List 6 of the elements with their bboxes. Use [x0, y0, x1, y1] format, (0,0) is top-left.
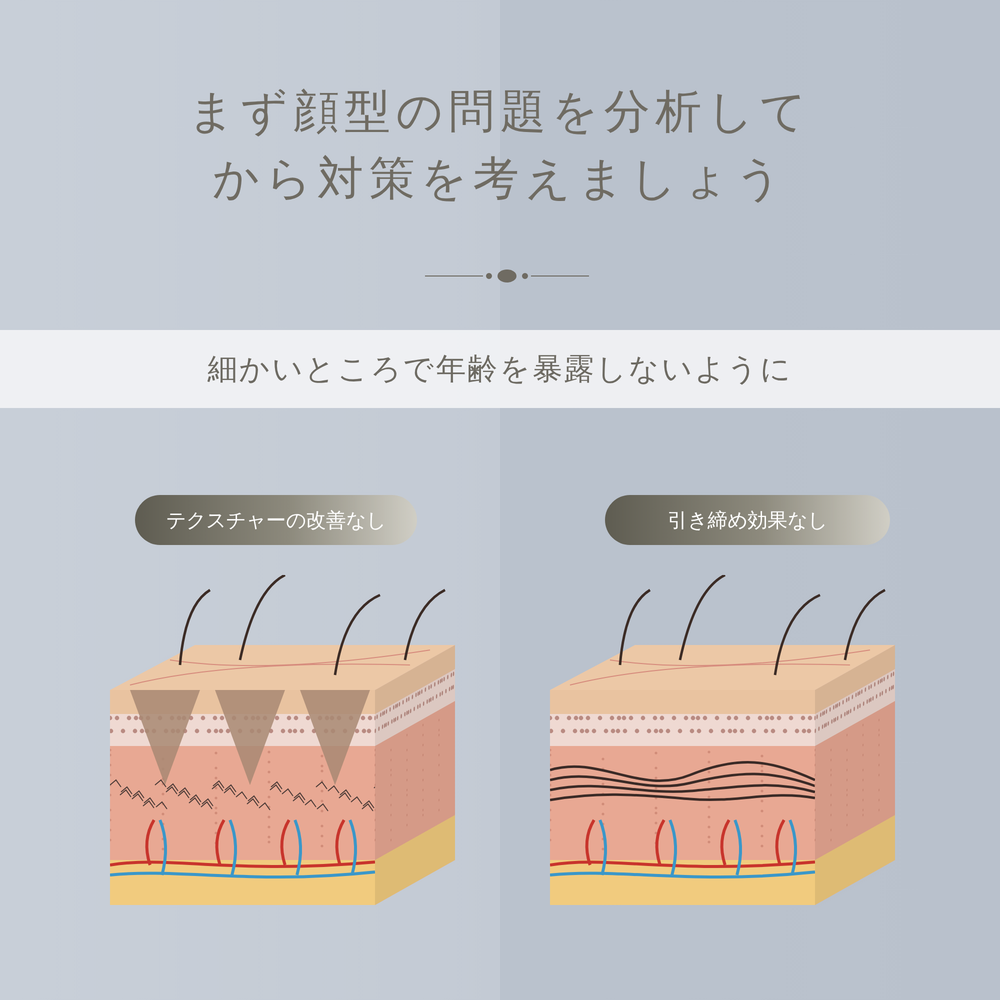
title: まず顔型の問題を分析してから対策を考えましょう [186, 83, 814, 207]
pill-text: テクスチャーの改善なし [166, 506, 386, 534]
pill-text: 引き締め効果なし [668, 506, 828, 534]
subtitle: 細かいところで年齢を暴露しないように [207, 350, 793, 388]
label-pill [605, 495, 890, 545]
label-pill [135, 495, 417, 545]
